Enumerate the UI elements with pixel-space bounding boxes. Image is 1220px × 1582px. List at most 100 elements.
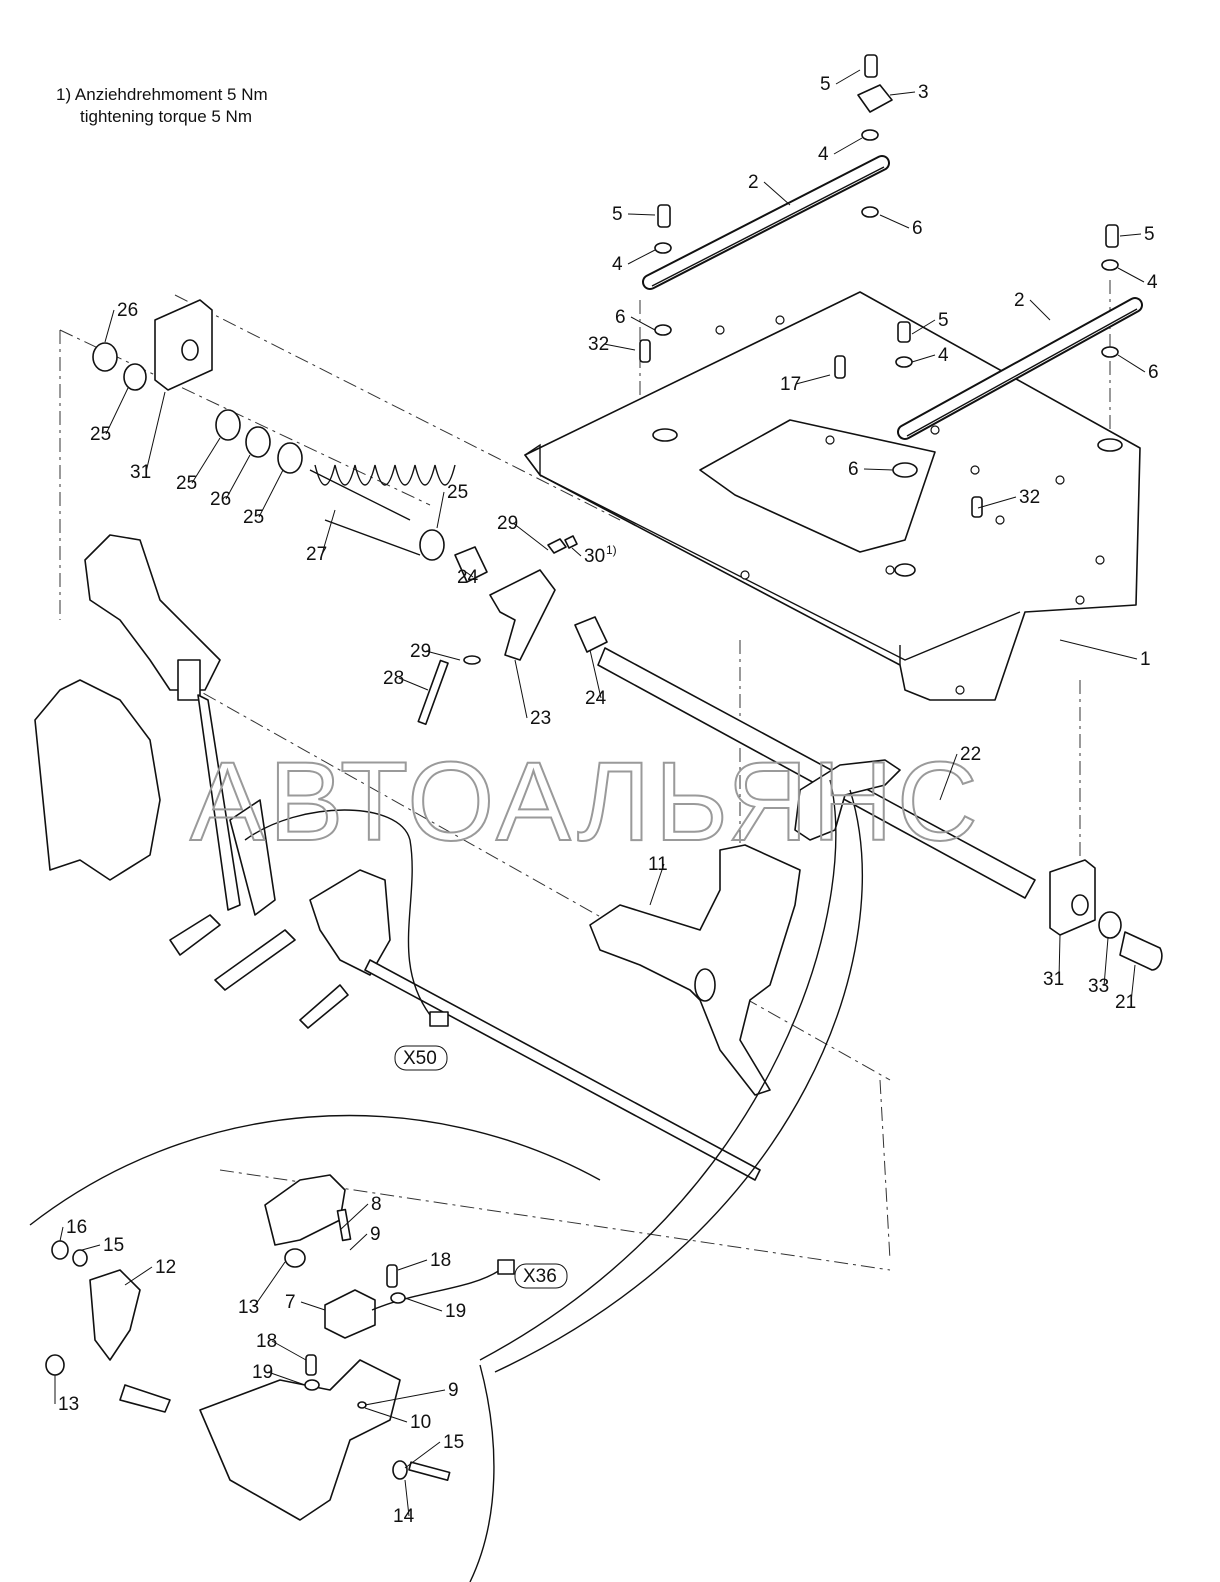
callout-32: 32 [1019, 487, 1040, 508]
connector-label-frame [514, 1263, 568, 1289]
callout-12: 12 [155, 1257, 176, 1278]
callout-leader-line [191, 437, 221, 484]
callout-33: 33 [1088, 976, 1109, 997]
callout-13: 13 [238, 1297, 259, 1318]
callout-18: 18 [430, 1250, 451, 1271]
callout-leader-line [1058, 934, 1061, 980]
callout-31: 31 [130, 462, 151, 483]
callout-5: 5 [612, 204, 623, 225]
callout-leader-line [300, 1301, 326, 1311]
joystick-assembly [34, 534, 761, 1181]
connector-label-frame [394, 1045, 448, 1071]
watermark: АВТОАЛЬЯНС [190, 739, 982, 864]
callout-25: 25 [176, 473, 197, 494]
callout-15: 15 [103, 1235, 124, 1256]
callout-leader-line [795, 374, 831, 385]
callout-7: 7 [285, 1292, 296, 1313]
callout-29: 29 [410, 641, 431, 662]
callout-2: 2 [1014, 290, 1025, 311]
callout-leader-line [104, 309, 115, 343]
callout-leader-line [833, 137, 863, 155]
callout-5: 5 [938, 310, 949, 331]
callout-leader-line [145, 391, 166, 473]
callout-leader-line [124, 1266, 153, 1286]
callout-leader-line [589, 649, 602, 699]
torque-note-english: tightening torque 5 Nm [80, 107, 252, 126]
callout-leader-line [271, 1340, 307, 1361]
callout-32: 32 [588, 334, 609, 355]
callout-leader-line [1117, 354, 1146, 373]
callout-leader-line [977, 496, 1017, 509]
callout-5: 5 [820, 74, 831, 95]
callout-leader-line [911, 319, 936, 335]
callout-leader-line [425, 650, 461, 661]
callout-leader-line [512, 522, 549, 551]
callout-leader-line [225, 454, 251, 500]
callout-leader-line [105, 387, 129, 435]
callout-leader-line [397, 1259, 428, 1271]
callout-4: 4 [818, 144, 829, 165]
callout-leader-line [1103, 937, 1109, 987]
callout-leader-line [404, 1441, 441, 1469]
bracket-part-11 [589, 844, 801, 1096]
callout-leader-line [514, 659, 528, 719]
callout-leader-line [603, 343, 636, 351]
callout-17: 17 [780, 374, 801, 395]
callout-25: 25 [447, 482, 468, 503]
callout-22: 22 [960, 744, 981, 765]
callout-4: 4 [938, 345, 949, 366]
callout-leader-line [889, 91, 916, 96]
callout-leader-line [349, 1233, 368, 1251]
footnote-marker: 1) [606, 543, 617, 557]
callout-5: 5 [1144, 224, 1155, 245]
callout-29: 29 [497, 513, 518, 534]
callout-24: 24 [585, 688, 607, 709]
callout-30: 30 [584, 546, 605, 567]
callout-4: 4 [612, 254, 623, 275]
callout-leader-line [436, 491, 445, 529]
callout-18: 18 [256, 1331, 277, 1352]
screws-washers [639, 54, 1119, 518]
callout-1: 1 [1140, 649, 1151, 670]
cables [479, 779, 863, 1373]
callout-leader-line [339, 1203, 369, 1231]
callout-leader-line [321, 509, 336, 555]
callout-leader-line [1119, 233, 1142, 237]
detail-inset [29, 1114, 601, 1582]
connector-label-x50: X50 [403, 1048, 437, 1069]
callout-10: 10 [410, 1412, 431, 1433]
connector-label-x36: X36 [523, 1266, 557, 1287]
callout-16: 16 [66, 1217, 87, 1238]
callout-leader-line [939, 753, 958, 801]
callout-leader-line [253, 1261, 286, 1308]
callout-26: 26 [117, 300, 138, 321]
torque-note: 1) Anziehdrehmoment 5 Nm tightening torq… [56, 84, 268, 128]
callout-6: 6 [1148, 362, 1159, 383]
callout-25: 25 [243, 507, 264, 528]
torque-note-german: 1) Anziehdrehmoment 5 Nm [56, 85, 268, 104]
callout-leader-line [364, 1389, 446, 1406]
callout-leader-line [404, 1479, 410, 1517]
callout-13: 13 [58, 1394, 79, 1415]
callout-leader-line [1029, 299, 1051, 321]
callout-19: 19 [252, 1362, 273, 1383]
callout-leader-line [627, 213, 656, 216]
callout-2: 2 [748, 172, 759, 193]
callout-19: 19 [445, 1301, 466, 1322]
callout-15: 15 [443, 1432, 464, 1453]
callout-6: 6 [848, 459, 859, 480]
callout-leader-line [763, 181, 791, 206]
callout-28: 28 [383, 668, 404, 689]
callout-26: 26 [210, 489, 231, 510]
callout-3: 3 [918, 82, 929, 103]
callout-leader-line [404, 1297, 443, 1312]
callout-leader-line [835, 69, 861, 85]
callout-leader-line [1130, 964, 1136, 1003]
callout-6: 6 [912, 218, 923, 239]
callout-11: 11 [648, 854, 668, 875]
callout-leader-line [630, 316, 656, 331]
callout-leader-line [81, 1244, 101, 1251]
callout-8: 8 [371, 1194, 382, 1215]
